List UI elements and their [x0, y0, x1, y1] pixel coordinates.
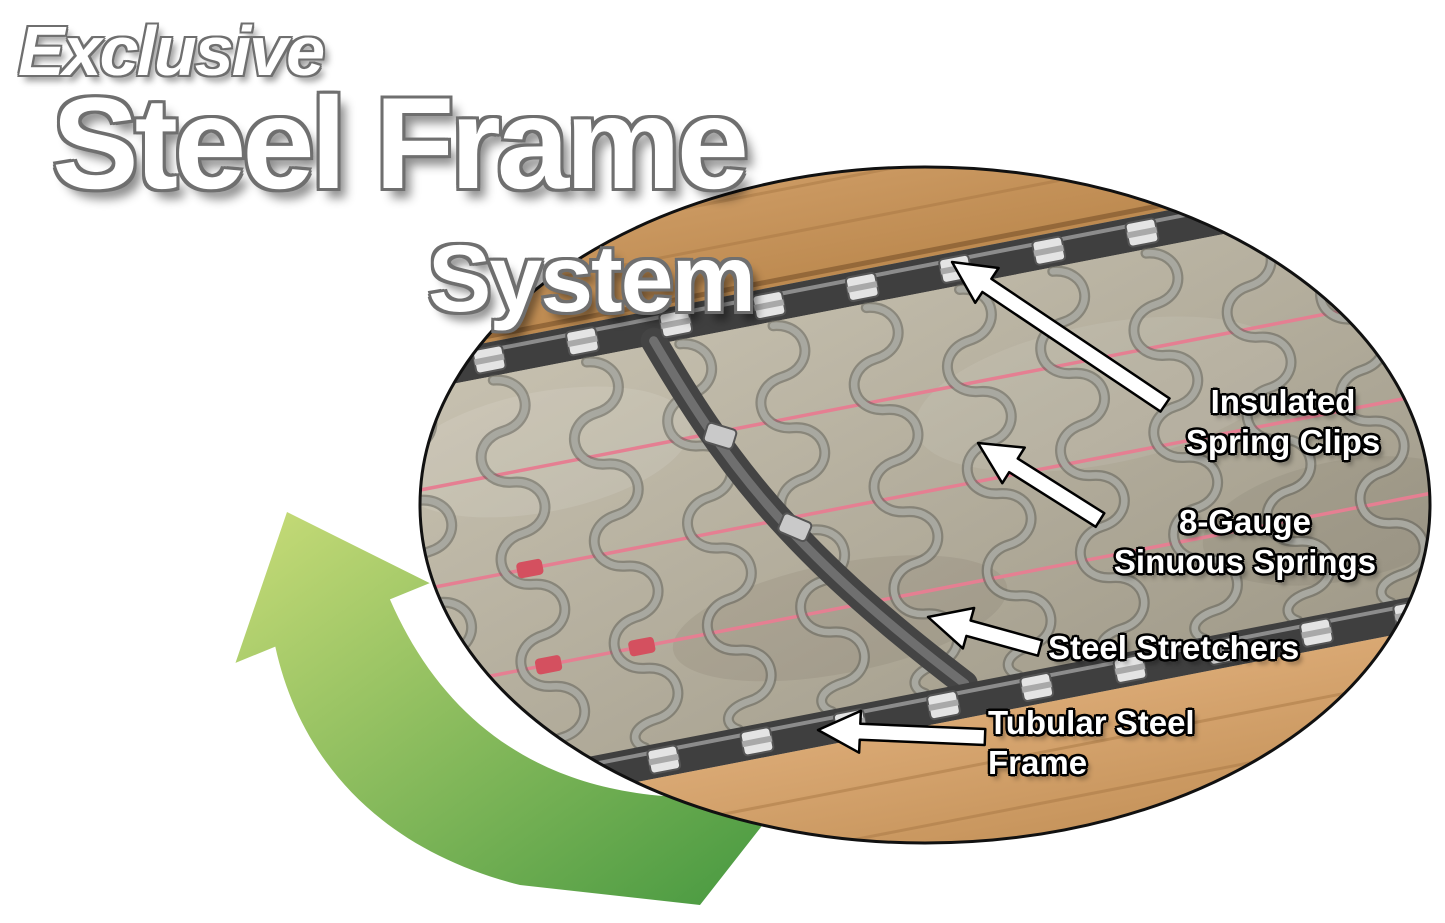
red-wire-ties: [516, 558, 656, 675]
green-swoosh-arrow: [235, 512, 790, 905]
label-line: Spring Clips: [1185, 422, 1381, 460]
arrow-to-sinuous-springs: [976, 441, 1106, 529]
arrow-to-steel-stretchers: [926, 606, 1044, 657]
label-line: Insulated: [1210, 383, 1356, 420]
label-line: 8-Gauge: [1178, 503, 1312, 540]
callout-arrows: [816, 260, 1171, 754]
label-sinuous-springs: 8-Gauge Sinuous Springs: [1085, 502, 1405, 581]
label-insulated-spring-clips: Insulated Spring Clips: [1148, 382, 1418, 461]
arrow-to-spring-clips: [950, 260, 1171, 413]
title-sub: System: [428, 226, 756, 332]
label-steel-stretchers: Steel Stretchers: [1048, 628, 1299, 668]
label-line: Tubular Steel: [988, 704, 1195, 741]
title-main: Steel Frame: [52, 70, 749, 216]
arrow-to-tubular-frame: [816, 709, 987, 754]
title-kicker: Exclusive: [18, 12, 325, 90]
photo-ellipse-border: [418, 165, 1432, 845]
label-line: Frame: [988, 743, 1088, 781]
label-line: Steel Stretchers: [1048, 629, 1300, 666]
label-line: Sinuous Springs: [1113, 542, 1377, 580]
wood-frame-bottom: [420, 596, 1430, 843]
label-tubular-steel-frame: Tubular Steel Frame: [988, 703, 1195, 782]
steel-stretcher: [640, 327, 978, 697]
